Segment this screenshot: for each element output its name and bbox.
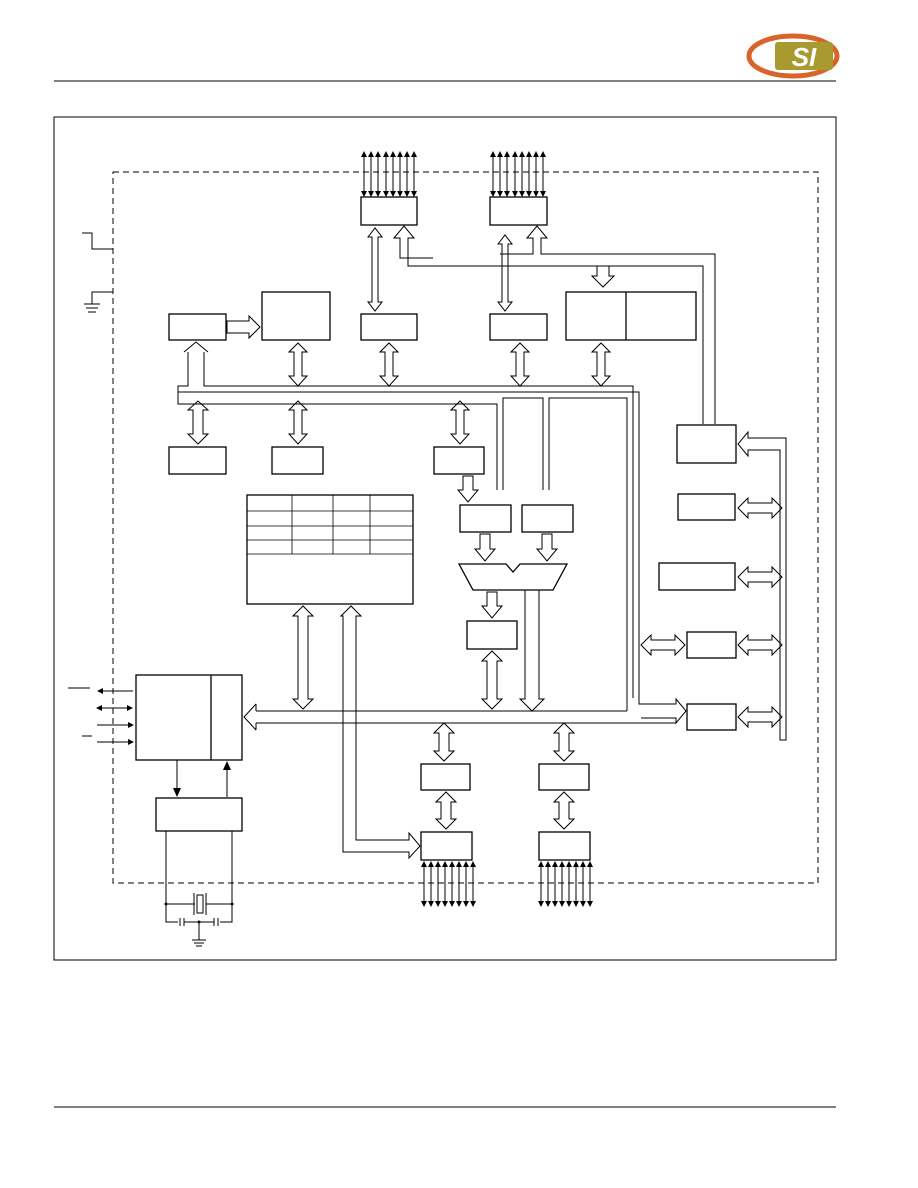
right-peripheral-5: [686, 703, 737, 731]
left-register-bus-arrow-icon: [183, 341, 209, 353]
main-bus-left-arrowhead-icon: [243, 703, 257, 731]
table-to-port-bus: [339, 605, 421, 860]
control-pins-icon: [68, 687, 134, 745]
top-bus-driver-left: [360, 313, 418, 341]
split-register-block: [565, 291, 697, 341]
bus-arrow-top-left-icon: [366, 227, 384, 312]
accumulator: [466, 620, 518, 650]
bus-arrow-latch-bottom-left-icon: [434, 791, 458, 830]
crystal-circuit: [165, 831, 233, 923]
vcc-pin-icon: [82, 232, 113, 250]
register-table: [246, 494, 414, 605]
ground-pin-icon: [84, 291, 113, 313]
port-top-left-pins-icon: [361, 151, 417, 197]
alu-output-bus: [518, 590, 546, 712]
port-bottom-left-pins-icon: [421, 861, 476, 907]
mid3-to-temp-a-arrow-icon: [456, 475, 480, 503]
register-to-memory-arrow-icon: [226, 314, 261, 340]
table-bus-arrow-left-icon: [291, 605, 315, 710]
control-unit: [135, 674, 243, 761]
port-bottom-left-latch: [420, 831, 473, 861]
bus-arrow-driver-left-icon: [378, 342, 400, 387]
bus-arrow-mid-2-icon: [287, 400, 309, 445]
temp-b-to-alu-arrow-icon: [535, 533, 559, 562]
mid-register-2: [271, 446, 324, 475]
diagram-frame: [53, 116, 837, 961]
acc-bus-arrow-icon: [480, 650, 504, 710]
bus-arrow-driver-right-icon: [509, 342, 531, 387]
bottom-bus-driver-right: [538, 763, 590, 791]
bus-arrow-memory-icon: [287, 342, 309, 387]
chip-boundary: [112, 171, 819, 884]
logo-text: SI: [792, 42, 817, 72]
logo-ring-icon: [746, 33, 840, 79]
oscillator-block: [155, 797, 243, 832]
port-bottom-right-pins-icon: [538, 861, 593, 907]
bus-arrow-bottom-left-icon: [432, 722, 456, 762]
lower-data-bus: [177, 392, 498, 490]
bus-arrow-split-block-icon: [590, 342, 612, 387]
alu: [457, 563, 569, 591]
bus-arrow-mid-1-icon: [186, 400, 210, 445]
company-logo: SI: [746, 33, 840, 79]
bus-arrow-bottom-right-icon: [552, 722, 576, 762]
crystal-icon: [179, 893, 219, 947]
port-top-left-latch: [360, 196, 418, 226]
periph-5-arrow-icon: [737, 705, 783, 729]
alu-temp-a: [459, 504, 512, 533]
bus-arrow-latch-bottom-right-icon: [552, 791, 576, 830]
left-small-register: [168, 313, 227, 341]
right-peripheral-2: [677, 493, 736, 521]
temp-a-to-alu-arrow-icon: [473, 533, 497, 562]
periph-3-arrow-icon: [737, 565, 783, 589]
bottom-bus-driver-left: [420, 763, 471, 791]
right-peripheral-4: [686, 631, 737, 659]
memory-block: [261, 291, 331, 341]
top-bus-driver-right: [489, 313, 548, 341]
top-return-bus: [392, 225, 704, 424]
bus-arrow-mid-3-icon: [449, 400, 471, 445]
right-peripheral-3: [658, 562, 736, 591]
port-bottom-right-latch: [538, 831, 591, 861]
periph-4-left-arrow-icon: [640, 633, 686, 657]
alu-to-acc-arrow-icon: [480, 591, 504, 619]
right-peripheral-1: [676, 424, 737, 464]
upper-data-bus: [177, 352, 687, 725]
port-top-right-latch: [489, 196, 548, 226]
mid-register-1: [168, 446, 227, 475]
mid-register-3: [433, 446, 485, 475]
periph-4-right-arrow-icon: [737, 633, 783, 657]
register-table-grid: [247, 495, 413, 555]
right-peripheral-bus: [737, 430, 787, 741]
bus-arrow-top-right-icon: [496, 234, 514, 312]
periph-2-arrow-icon: [737, 496, 783, 520]
alu-temp-b: [521, 504, 574, 533]
port-top-right-pins-icon: [490, 151, 546, 197]
